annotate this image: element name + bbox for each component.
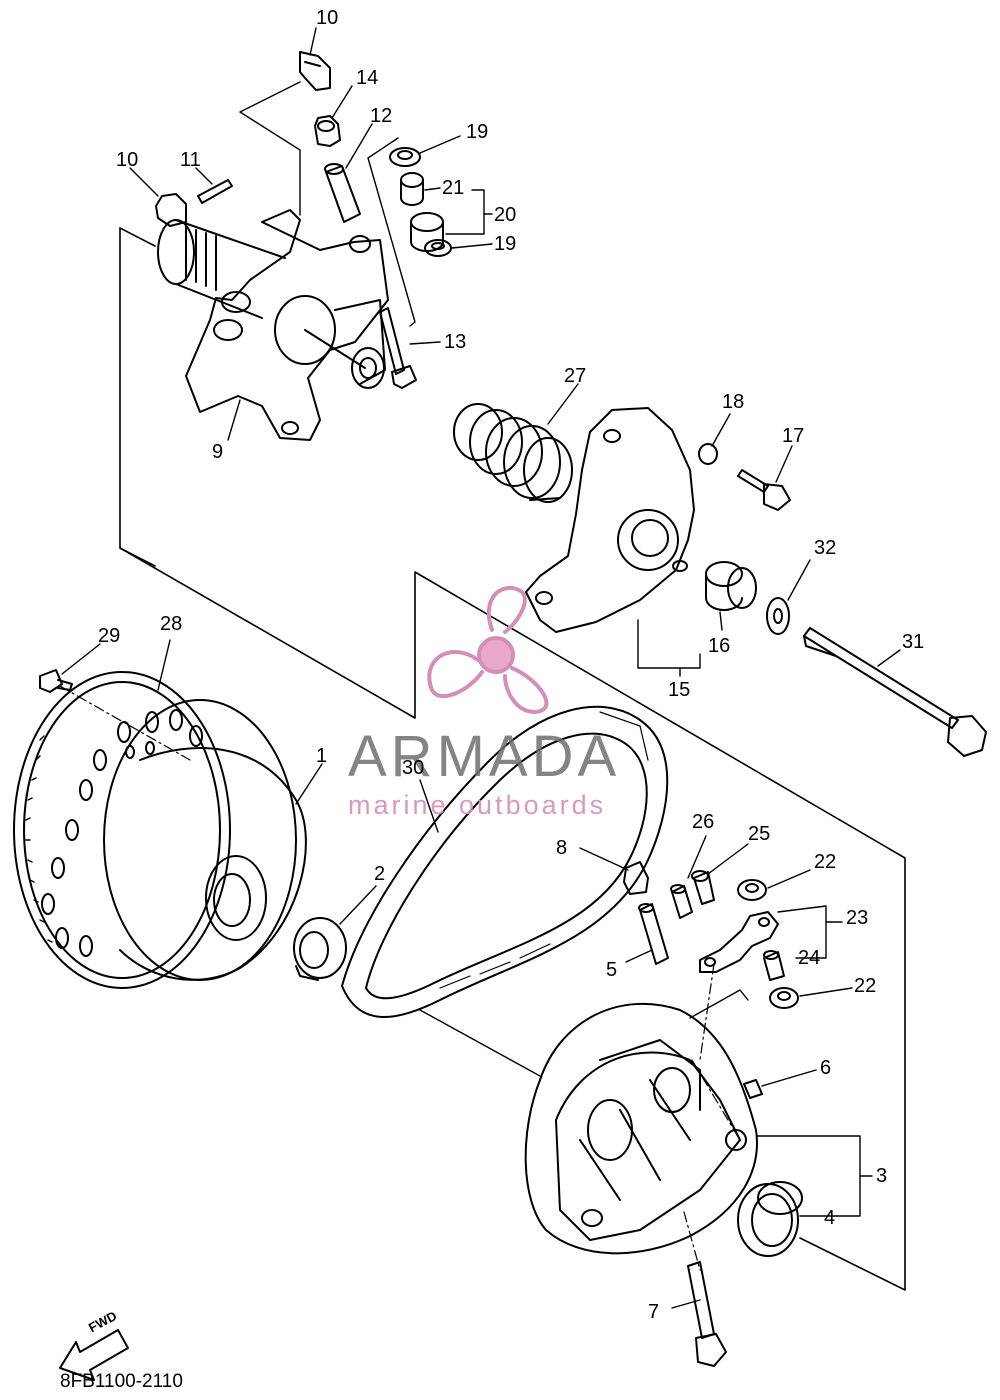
callout-16: 16 — [708, 635, 731, 657]
callout-4: 4 — [824, 1207, 836, 1229]
callout-27: 27 — [564, 365, 587, 387]
callout-10-top: 10 — [316, 7, 339, 29]
callout-1: 1 — [316, 745, 328, 767]
bolt-part-13 — [379, 307, 417, 389]
callout-32: 32 — [814, 537, 837, 559]
callout-7: 7 — [648, 1301, 660, 1323]
collar-part-2 — [293, 917, 347, 981]
callout-19-top: 19 — [466, 121, 489, 143]
sheave-part-1 — [103, 699, 307, 981]
callout-29: 29 — [98, 625, 121, 647]
washer-part-22-bottom — [769, 987, 799, 1009]
callout-11: 11 — [180, 149, 201, 171]
callout-14: 14 — [356, 67, 379, 89]
center-lines — [59, 685, 741, 1271]
pin-part-25 — [691, 870, 715, 905]
watermark-tagline: marine outboards — [348, 790, 607, 820]
callout-8: 8 — [556, 837, 568, 859]
spider-hub-part-9 — [157, 209, 389, 441]
callout-25: 25 — [748, 823, 771, 845]
watermark-brand-name: ARMADA — [348, 724, 621, 789]
callout-2: 2 — [374, 863, 386, 885]
callout-26: 26 — [692, 811, 715, 833]
callout-21: 21 — [442, 177, 465, 199]
bolt-part-17 — [737, 469, 791, 511]
washer-part-18 — [698, 443, 718, 465]
bushing-part-21 — [400, 172, 424, 206]
callout-13: 13 — [444, 331, 467, 353]
callout-28: 28 — [160, 613, 183, 635]
callout-22-top: 22 — [814, 851, 837, 873]
clip-part-10-top — [299, 51, 331, 91]
washer-part-22-top — [737, 879, 767, 901]
nut-part-14 — [314, 115, 341, 147]
movable-sheave-part-3 — [524, 1002, 758, 1255]
callout-22-bottom: 22 — [854, 975, 877, 997]
bushing-part-20 — [410, 212, 444, 252]
pin-part-12 — [324, 163, 361, 223]
callout-18: 18 — [722, 391, 745, 413]
fwd-arrow-icon — [59, 1329, 129, 1381]
washer-part-19-bottom — [424, 239, 452, 257]
pin-part-5 — [638, 903, 669, 965]
pin-part-26 — [670, 884, 693, 919]
watermark-logo — [427, 585, 549, 714]
bolt-part-29 — [39, 669, 73, 693]
long-bolt-part-31 — [803, 627, 987, 757]
spring-part-27 — [453, 403, 573, 503]
callout-10-left: 10 — [116, 149, 139, 171]
callout-12: 12 — [370, 105, 393, 127]
bolt-part-7 — [687, 1261, 727, 1367]
callout-24: 24 — [798, 947, 821, 969]
cam-housing-part-15 — [525, 407, 695, 633]
ring-gear-part-28 — [13, 671, 231, 989]
clip-part-10-left — [155, 193, 187, 227]
plug-part-8 — [623, 861, 649, 895]
pin-part-24 — [763, 950, 785, 981]
callout-15: 15 — [668, 679, 691, 701]
callout-19-bottom: 19 — [494, 233, 517, 255]
callout-31: 31 — [902, 631, 925, 653]
diagram-part-code: 8FB1100-2110 — [60, 1371, 183, 1392]
pin-part-11 — [197, 179, 233, 204]
assembly-boundary-lines — [119, 227, 906, 1291]
callout-5: 5 — [606, 959, 618, 981]
drive-belt-part-30 — [341, 705, 669, 1018]
bushing-part-4 — [737, 1181, 803, 1257]
callout-9: 9 — [212, 441, 224, 463]
roller-part-16 — [705, 561, 757, 611]
callout-20: 20 — [494, 204, 517, 226]
callout-30: 30 — [402, 757, 425, 779]
callout-6: 6 — [820, 1057, 832, 1079]
callout-3: 3 — [876, 1165, 888, 1187]
callout-23: 23 — [846, 907, 869, 929]
set-screw-part-6 — [743, 1079, 763, 1099]
washer-part-32 — [766, 597, 790, 635]
washer-part-19-top — [389, 147, 421, 167]
callout-17: 17 — [782, 425, 805, 447]
